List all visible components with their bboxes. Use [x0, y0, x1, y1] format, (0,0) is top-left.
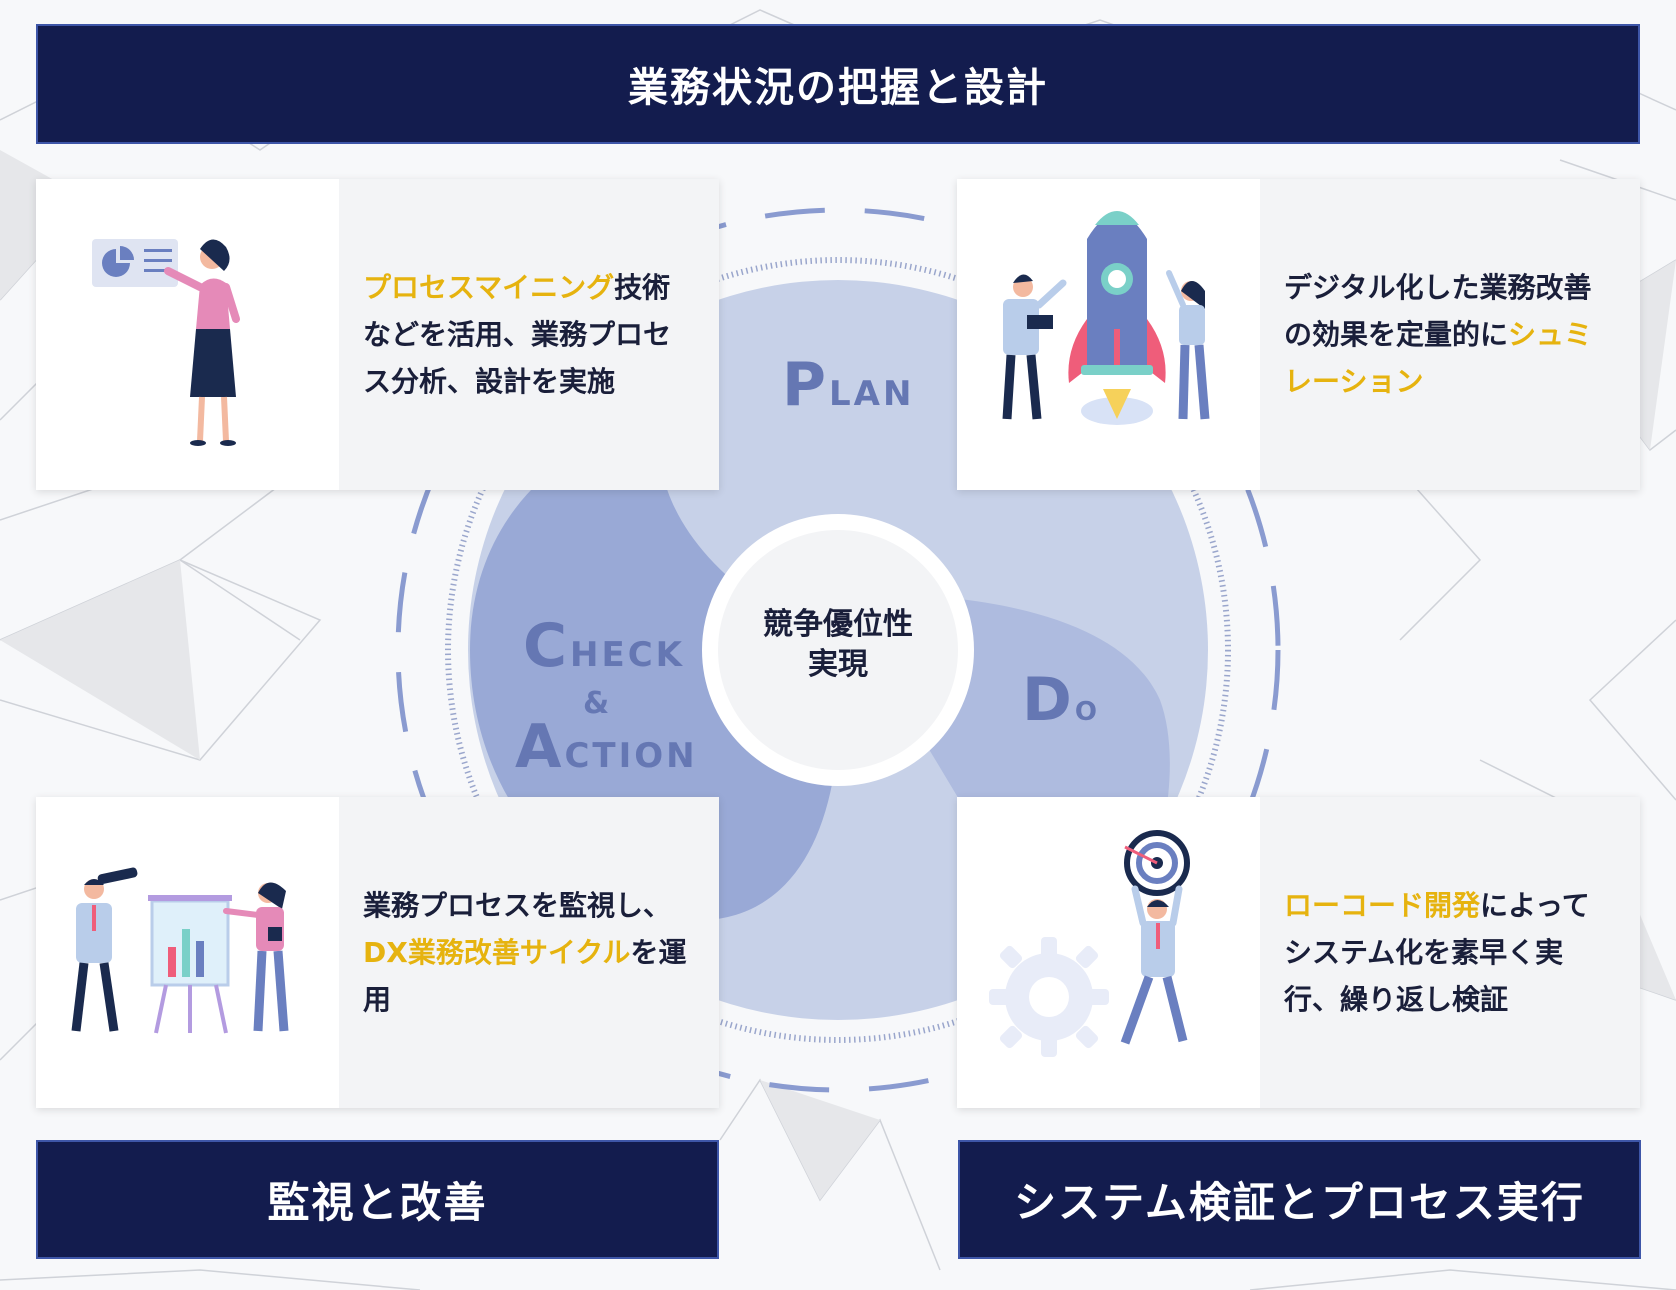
center-line-1: 競争優位性 — [763, 607, 913, 642]
card-do-exec-highlight: ローコード開発 — [1284, 889, 1481, 922]
check-initial: C — [523, 611, 571, 681]
cycle-center-circle — [702, 514, 974, 786]
phase-label-check-action: CHECK & ACTION — [515, 615, 698, 793]
card-do-sim-body: デジタル化した業務改善の効果を定量的に — [1284, 271, 1592, 351]
cycle-dash-ring — [395, 207, 1281, 1093]
card-do-execution: ローコード開発によってシステム化を素早く実行、繰り返し検証 — [957, 797, 1640, 1108]
phase-label-plan: PLAN — [782, 350, 914, 420]
card-plan-text: プロセスマイニング技術などを活用、業務プロセス分析、設計を実施 — [339, 179, 719, 490]
phase-label-do: DO — [1022, 665, 1100, 735]
center-label: 競争優位性 実現 — [717, 605, 959, 685]
check-rest: HECK — [570, 635, 686, 675]
card-check-text: 業務プロセスを監視し、 DX業務改善サイクルを運用 — [339, 797, 719, 1108]
telescope-chart-illustration — [36, 797, 339, 1108]
card-check-highlight: DX業務改善サイクル — [363, 936, 631, 969]
card-do-sim-text: デジタル化した業務改善の効果を定量的にシュミレーション — [1260, 179, 1640, 490]
card-do-simulation: デジタル化した業務改善の効果を定量的にシュミレーション — [957, 179, 1640, 490]
card-check-action: 業務プロセスを監視し、 DX業務改善サイクルを運用 — [36, 797, 719, 1108]
ampersand: & — [583, 686, 613, 721]
banner-do-title: システム検証とプロセス実行 — [958, 1140, 1641, 1259]
card-check-body-2: を運用 — [363, 936, 687, 1016]
card-do-exec-body: によってシステム化を素早く実行、繰り返し検証 — [1284, 889, 1590, 1016]
banner-check-title: 監視と改善 — [36, 1140, 719, 1259]
center-line-2: 実現 — [808, 647, 868, 682]
cycle-check-segment — [470, 420, 840, 921]
action-rest: CTION — [564, 736, 698, 776]
presenter-illustration — [36, 179, 339, 490]
target-gear-illustration — [957, 797, 1260, 1108]
card-plan-body: 技術などを活用、業務プロセス分析、設計を実施 — [363, 271, 672, 398]
card-plan: プロセスマイニング技術などを活用、業務プロセス分析、設計を実施 — [36, 179, 719, 490]
plan-initial: P — [782, 350, 829, 420]
card-do-exec-text: ローコード開発によってシステム化を素早く実行、繰り返し検証 — [1260, 797, 1640, 1108]
rocket-illustration — [957, 179, 1260, 490]
card-check-body-1: 業務プロセスを監視し、 — [363, 889, 672, 922]
cycle-dotted-ring — [445, 257, 1231, 1043]
do-initial: D — [1022, 665, 1075, 735]
card-plan-highlight: プロセスマイニング — [363, 271, 615, 304]
do-rest: O — [1074, 697, 1100, 727]
banner-plan-title: 業務状況の把握と設計 — [36, 24, 1640, 144]
card-do-sim-highlight: シュミレーション — [1284, 318, 1593, 398]
action-initial: A — [515, 712, 565, 782]
plan-rest: LAN — [828, 374, 915, 414]
